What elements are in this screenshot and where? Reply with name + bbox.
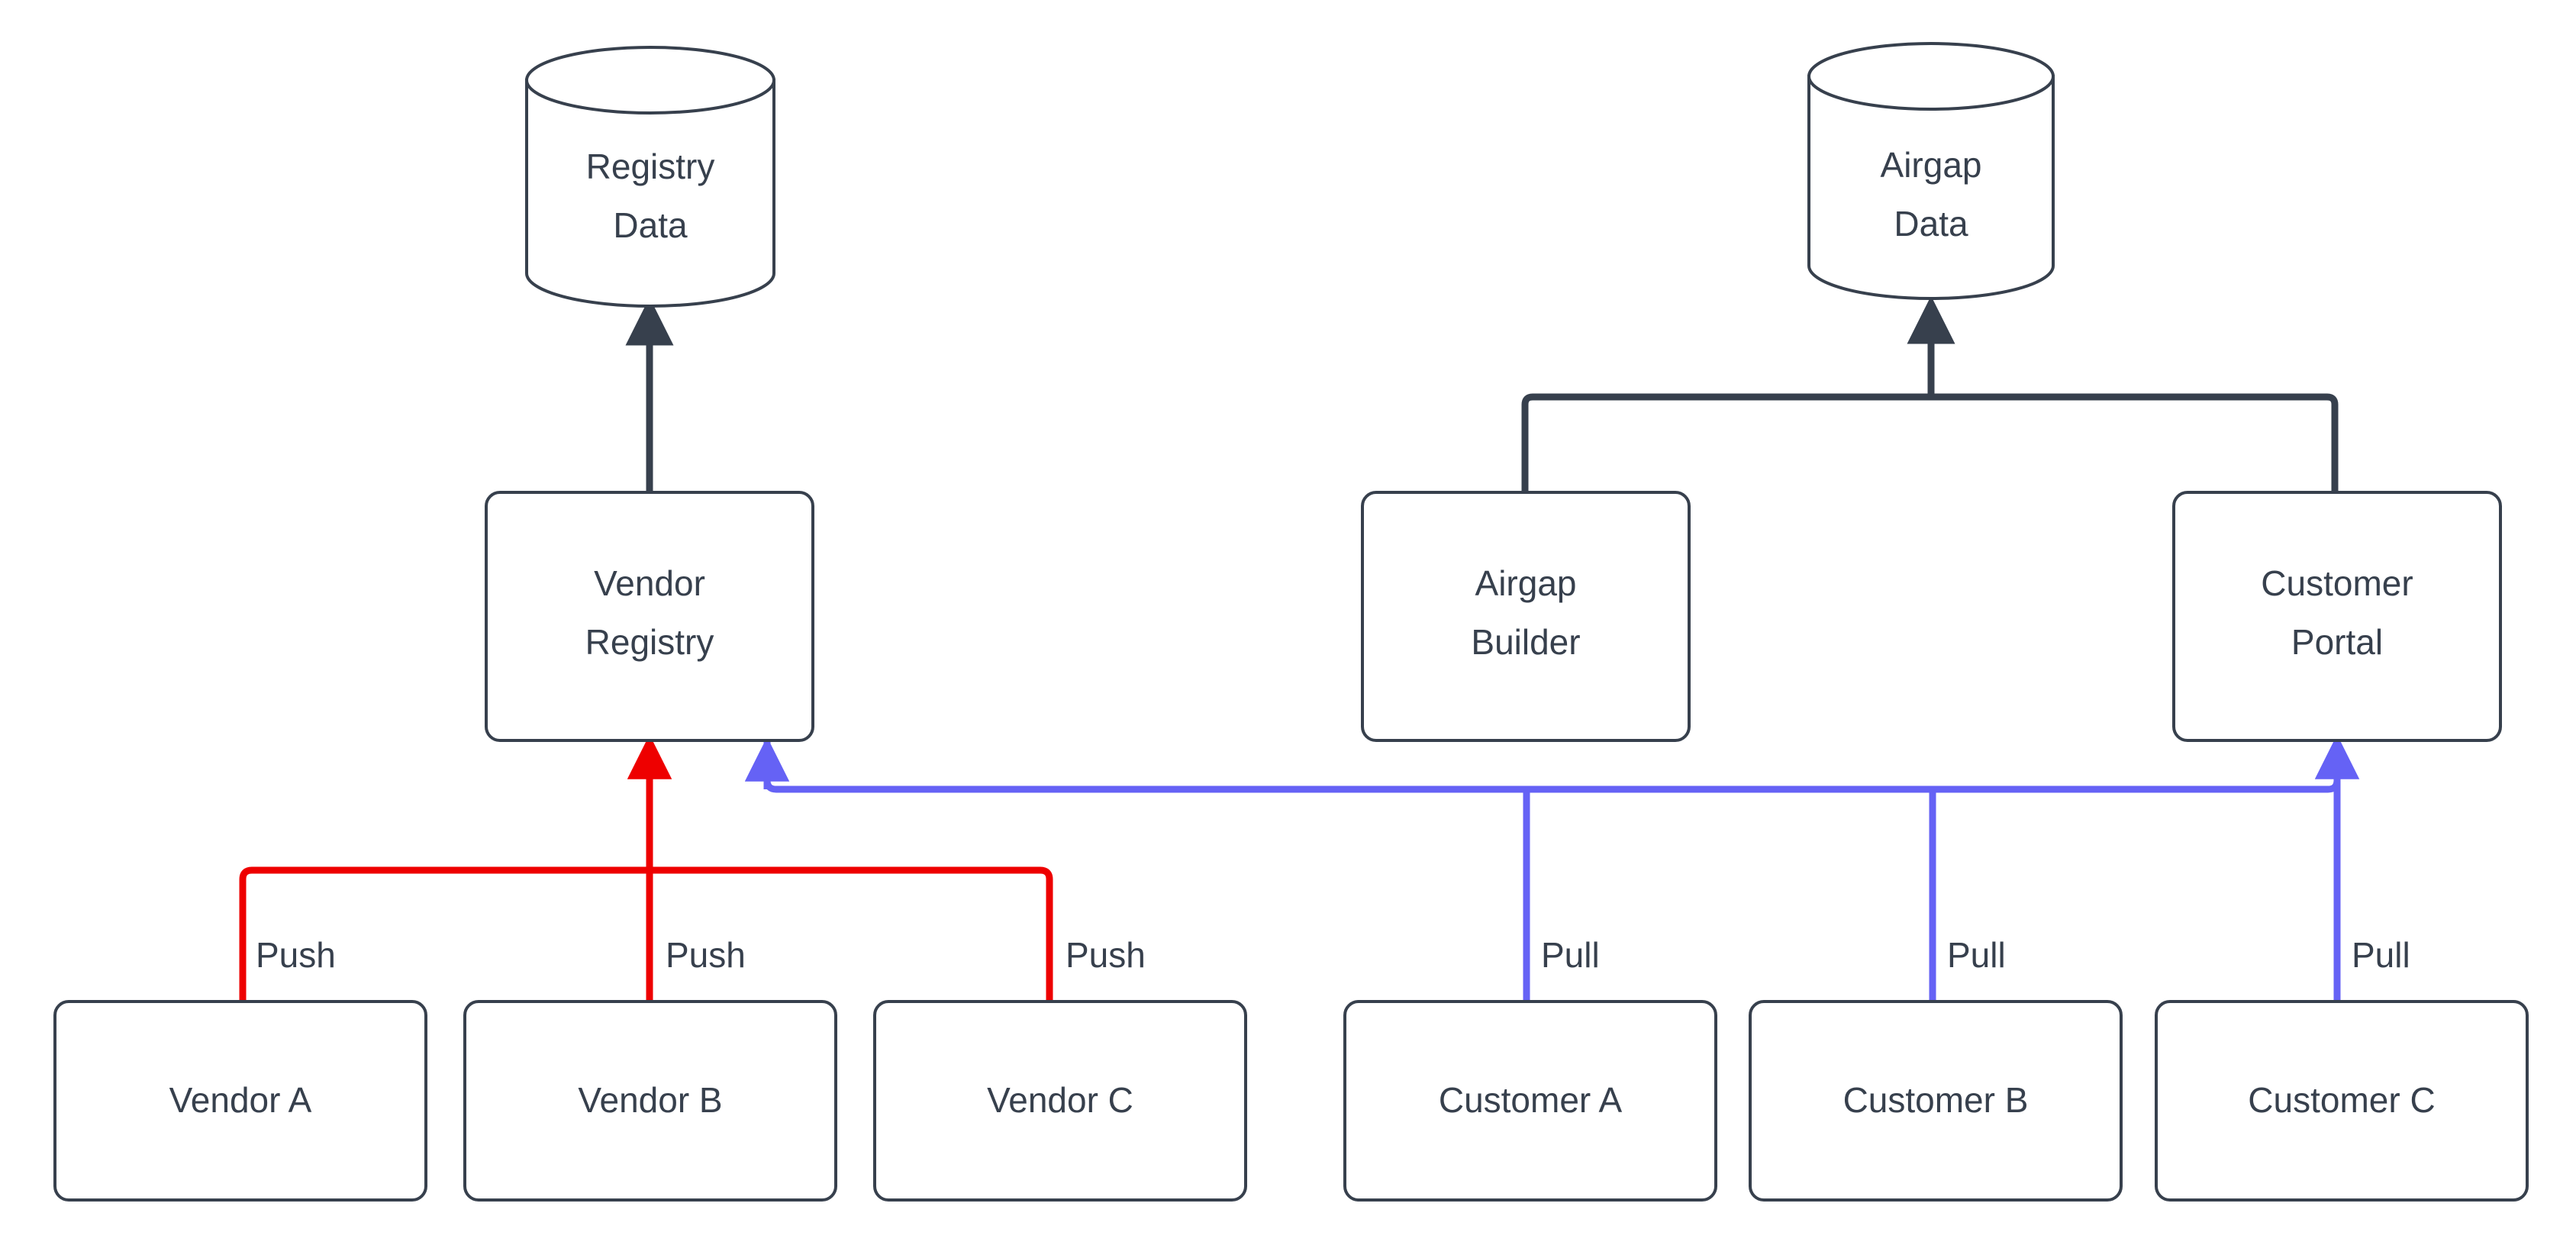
node-vendor-registry[interactable]: Vendor Registry [485, 491, 814, 742]
edge-label-customer-a-pull: Pull [1541, 935, 1600, 975]
node-customer-b-label: Customer B [1843, 1080, 2029, 1120]
node-vendor-b[interactable]: Vendor B [463, 1000, 837, 1202]
node-registry-data-label-line2: Data [613, 205, 688, 245]
cylinder-top-ellipse [525, 46, 775, 115]
node-registry-data-label-line1: Registry [586, 147, 715, 186]
node-registry-data[interactable]: Registry Data [525, 46, 775, 308]
edge-builder-portal-bus [1521, 393, 2339, 495]
node-customer-c-label: Customer C [2248, 1080, 2435, 1120]
node-vendor-registry-label-line1: Vendor [594, 563, 705, 603]
node-customer-portal-label-line1: Customer [2261, 563, 2413, 603]
edge-label-vendor-b-push: Push [666, 935, 746, 975]
node-airgap-data-label-line2: Data [1894, 204, 1968, 244]
edge-label-customer-b-pull: Pull [1947, 935, 2006, 975]
node-vendor-a-label: Vendor A [169, 1080, 312, 1120]
node-vendor-b-label: Vendor B [578, 1080, 722, 1120]
node-airgap-data[interactable]: Airgap Data [1807, 42, 2055, 300]
node-airgap-builder[interactable]: Airgap Builder [1361, 491, 1691, 742]
node-customer-portal[interactable]: Customer Portal [2172, 491, 2502, 742]
node-customer-b[interactable]: Customer B [1749, 1000, 2123, 1202]
cylinder-top-ellipse [1807, 42, 2055, 111]
node-airgap-builder-label-line1: Airgap [1475, 563, 1577, 603]
node-vendor-a[interactable]: Vendor A [53, 1000, 427, 1202]
node-vendor-c[interactable]: Vendor C [873, 1000, 1247, 1202]
node-customer-c[interactable]: Customer C [2155, 1000, 2529, 1202]
node-airgap-data-label-line1: Airgap [1881, 145, 1982, 185]
edge-label-vendor-c-push: Push [1066, 935, 1146, 975]
edge-label-vendor-a-push: Push [256, 935, 336, 975]
node-customer-portal-label-line2: Portal [2291, 622, 2383, 662]
node-vendor-c-label: Vendor C [987, 1080, 1133, 1120]
node-airgap-builder-label-line2: Builder [1471, 622, 1580, 662]
edge-pull-horizontal-bus [763, 742, 2341, 793]
node-vendor-registry-label-line2: Registry [585, 622, 714, 662]
node-customer-a[interactable]: Customer A [1343, 1000, 1717, 1202]
node-customer-a-label: Customer A [1439, 1080, 1623, 1120]
edge-label-customer-c-pull: Pull [2352, 935, 2410, 975]
